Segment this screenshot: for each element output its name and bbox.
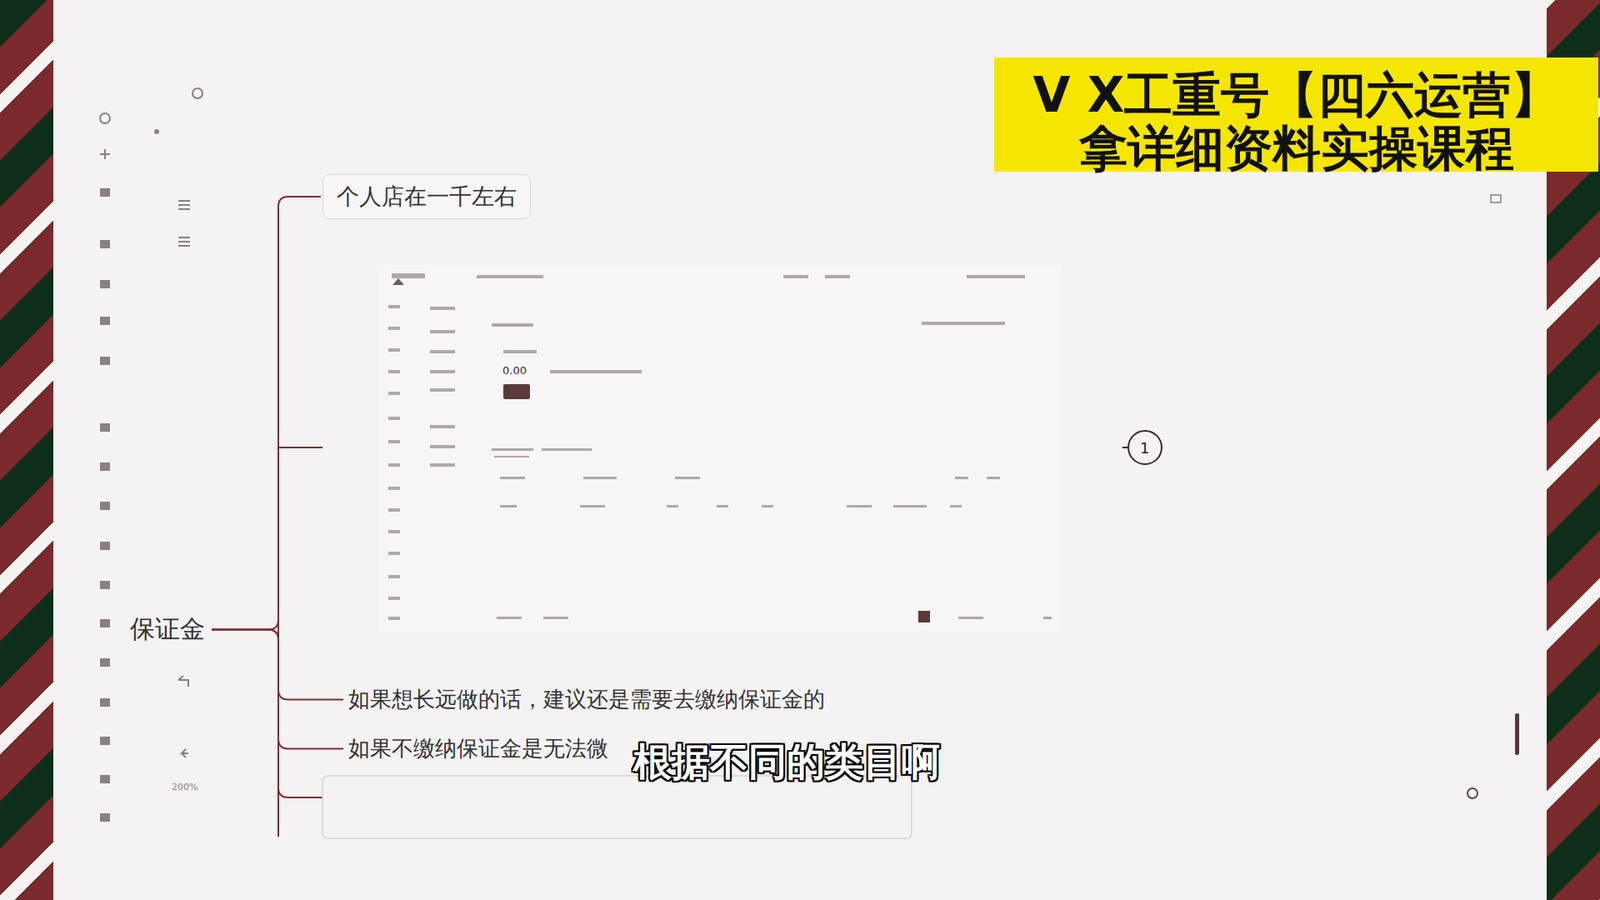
node-text: 如果不缴纳保证金是无法微 xyxy=(348,734,609,764)
collapsed-box xyxy=(322,775,912,839)
node-text: 如果想长远做的话，建议还是需要去缴纳保证金的 xyxy=(348,685,825,715)
scrollbar xyxy=(1515,713,1520,755)
node-text: 保证金 xyxy=(130,612,205,647)
watermark-text: 拿详细资料实操课程 xyxy=(994,116,1599,182)
corner-icon xyxy=(1490,195,1501,203)
zoom-level: 200% xyxy=(171,781,198,793)
subtitle-text: 根据不同的类目啊 xyxy=(633,736,940,789)
branch-connector xyxy=(211,196,321,630)
mindmap-trunk xyxy=(278,205,323,837)
branch-connector xyxy=(211,630,344,750)
root-topic: 保证金 xyxy=(126,609,209,650)
value-text: 0.00 xyxy=(502,364,527,377)
topic-text: 如果想长远做的话，建议还是需要去缴纳保证金的 xyxy=(345,681,829,718)
watermark-text: V X工重号【四六运营】 xyxy=(994,63,1599,129)
topic-box: 个人店在一千左右 xyxy=(322,174,531,220)
node-text: 个人店在一千左右 xyxy=(336,181,517,212)
sidebar-icons xyxy=(100,88,203,822)
screenshot-illustration xyxy=(377,265,1061,633)
callout-number: 1 xyxy=(1140,439,1150,457)
help-icon xyxy=(1467,788,1478,799)
callout-marker xyxy=(1122,430,1162,465)
topic-text: 如果不缴纳保证金是无法微 xyxy=(345,730,612,767)
